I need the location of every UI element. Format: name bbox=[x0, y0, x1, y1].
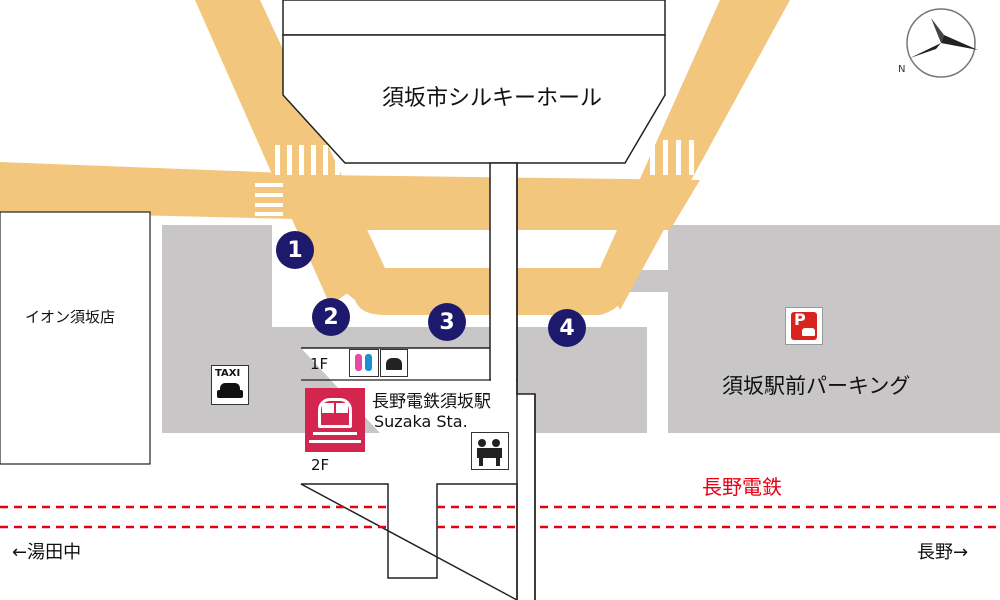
nursing-room-icon bbox=[380, 349, 408, 377]
hall-upper bbox=[282, 0, 666, 36]
station-name-ja: 長野電鉄須坂駅 bbox=[372, 392, 491, 412]
floor-2f-label: 2F bbox=[311, 456, 330, 474]
stop-2[interactable]: 2 bbox=[312, 298, 350, 336]
stop-1[interactable]: 1 bbox=[276, 231, 314, 269]
hall-label: 須坂市シルキーホール bbox=[382, 86, 603, 111]
compass-icon: N bbox=[898, 8, 978, 78]
direction-east-label: 長野→ bbox=[917, 542, 969, 563]
train-icon bbox=[305, 388, 365, 452]
aeon-label: イオン須坂店 bbox=[25, 308, 116, 326]
parking-icon: P bbox=[785, 307, 823, 345]
parking-block bbox=[668, 225, 1000, 433]
floor-1f-label: 1F bbox=[310, 355, 329, 373]
aeon-building bbox=[0, 211, 151, 465]
stop-3[interactable]: 3 bbox=[428, 303, 466, 341]
hall-building bbox=[282, 34, 666, 164]
pedestrian-bridge bbox=[489, 162, 518, 381]
connector-block bbox=[630, 270, 675, 292]
toilet-icon bbox=[349, 349, 379, 377]
parking-label: 須坂駅前パーキング bbox=[722, 374, 911, 398]
parking-sign-letter: P bbox=[794, 310, 806, 329]
direction-west-label: ←湯田中 bbox=[12, 542, 82, 563]
taxi-icon: TAXI bbox=[211, 365, 249, 405]
railway-lines bbox=[0, 505, 1000, 529]
railway-label: 長野電鉄 bbox=[702, 475, 782, 499]
station-name-en: Suzaka Sta. bbox=[374, 412, 468, 431]
taxi-label: TAXI bbox=[215, 368, 241, 379]
svg-text:N: N bbox=[898, 64, 905, 75]
crosswalks bbox=[255, 140, 694, 216]
stop-4[interactable]: 4 bbox=[548, 309, 586, 347]
waiting-room-icon bbox=[471, 432, 509, 470]
